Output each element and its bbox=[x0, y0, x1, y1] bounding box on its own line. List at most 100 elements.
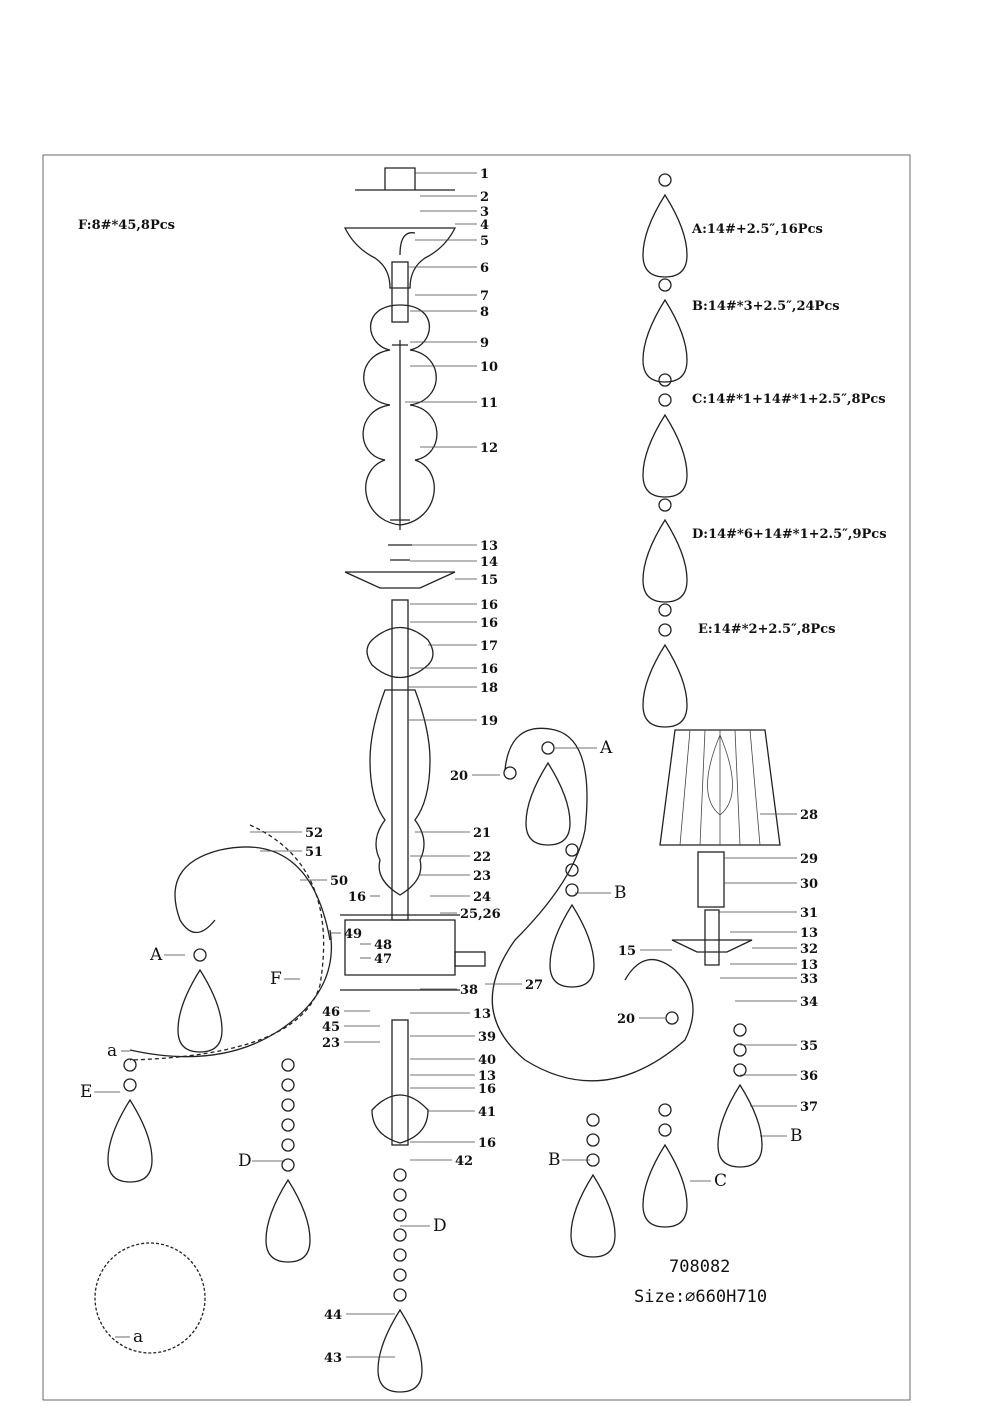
callout-B: B bbox=[790, 1126, 803, 1146]
callout-E: E bbox=[80, 1082, 92, 1102]
arm-connector bbox=[454, 951, 486, 967]
callout-23: 23 bbox=[473, 869, 491, 884]
callout-B: B bbox=[548, 1150, 561, 1170]
callout-16: 16 bbox=[478, 1136, 496, 1151]
callout-16: 16 bbox=[478, 1082, 496, 1097]
callout-38: 38 bbox=[460, 983, 478, 998]
octagon-bead bbox=[393, 1168, 407, 1182]
model-number: 708082 bbox=[669, 1257, 730, 1277]
callout-13: 13 bbox=[480, 539, 498, 554]
octagon-bead bbox=[393, 1288, 407, 1302]
callout-40: 40 bbox=[478, 1053, 496, 1068]
central-rod bbox=[391, 599, 409, 921]
legend-d: D:14#*6+14#*1+2.5″,9Pcs bbox=[692, 527, 887, 542]
chain bbox=[390, 340, 410, 530]
callout-1: 1 bbox=[480, 167, 489, 182]
callout-D: D bbox=[238, 1151, 252, 1171]
callout-20: 20 bbox=[450, 769, 468, 784]
teardrop-pendant bbox=[107, 1098, 153, 1183]
octagon-bead bbox=[586, 1133, 600, 1147]
crystal-ball-41 bbox=[371, 1094, 429, 1144]
teardrop-pendant bbox=[642, 298, 688, 383]
callout-36: 36 bbox=[800, 1069, 818, 1084]
callout-27: 27 bbox=[525, 978, 543, 993]
callout-23: 23 bbox=[322, 1036, 340, 1051]
chandelier-drawing bbox=[94, 167, 781, 1354]
callout-17: 17 bbox=[480, 639, 498, 654]
callout-14: 14 bbox=[480, 555, 498, 570]
ceiling-canopy bbox=[343, 167, 457, 289]
octagon-bead bbox=[658, 498, 672, 512]
callout-15: 15 bbox=[618, 944, 636, 959]
callout-A: A bbox=[599, 738, 613, 758]
callout-34: 34 bbox=[800, 995, 818, 1010]
callout-37: 37 bbox=[800, 1100, 818, 1115]
callout-3: 3 bbox=[480, 205, 489, 220]
teardrop-pendant bbox=[642, 518, 688, 603]
arm-body bbox=[340, 914, 460, 991]
octagon-bead bbox=[281, 1078, 295, 1092]
callout-51: 51 bbox=[305, 845, 323, 860]
callout-47: 47 bbox=[374, 952, 392, 967]
octagon-bead bbox=[658, 603, 672, 617]
callout-42: 42 bbox=[455, 1154, 473, 1169]
callout-15: 15 bbox=[480, 573, 498, 588]
octagon-bead bbox=[393, 1228, 407, 1242]
teardrop-pendant bbox=[265, 1178, 311, 1263]
callout-25-26: 25,26 bbox=[460, 907, 501, 922]
callout-7: 7 bbox=[480, 289, 489, 304]
legend-c: C:14#*1+14#*1+2.5″,8Pcs bbox=[692, 392, 886, 407]
octagon-bead bbox=[123, 1058, 137, 1072]
callout-2: 2 bbox=[480, 190, 489, 205]
bobeche-plate bbox=[344, 571, 456, 589]
callout-50: 50 bbox=[330, 874, 348, 889]
callout-44: 44 bbox=[324, 1308, 342, 1323]
candle-sleeve bbox=[697, 851, 725, 908]
frame-border bbox=[42, 154, 911, 1401]
shade-pleats bbox=[679, 729, 761, 846]
callout-B: B bbox=[614, 883, 627, 903]
octagon-bead bbox=[281, 1058, 295, 1072]
octagon-bead bbox=[193, 948, 207, 962]
left-arm-beads bbox=[129, 824, 325, 1061]
octagon-bead bbox=[658, 393, 672, 407]
callout-24: 24 bbox=[473, 890, 491, 905]
teardrop-pendant bbox=[525, 761, 571, 846]
arm-bobeche bbox=[671, 909, 753, 966]
callout-9: 9 bbox=[480, 336, 489, 351]
callout-13: 13 bbox=[473, 1007, 491, 1022]
callout-labels: 1234567891011121314151616171618192122232… bbox=[80, 167, 818, 1366]
canopy-tube bbox=[391, 261, 409, 323]
column-glass bbox=[369, 689, 431, 896]
legend-f: F:8#*45,8Pcs bbox=[78, 218, 175, 233]
callout-16: 16 bbox=[480, 616, 498, 631]
hook bbox=[399, 232, 416, 256]
callout-a: a bbox=[107, 1041, 117, 1061]
callout-a: a bbox=[133, 1327, 143, 1347]
callout-22: 22 bbox=[473, 850, 491, 865]
teardrop-pendant bbox=[642, 193, 688, 278]
callout-41: 41 bbox=[478, 1105, 496, 1120]
octagon-bead bbox=[658, 373, 672, 387]
teardrop-pendant bbox=[642, 413, 688, 498]
lower-rod bbox=[391, 1019, 409, 1146]
callout-31: 31 bbox=[800, 906, 818, 921]
crystal-ball-17 bbox=[366, 627, 434, 678]
callout-13: 13 bbox=[478, 1069, 496, 1084]
callout-18: 18 bbox=[480, 681, 498, 696]
callout-5: 5 bbox=[480, 234, 489, 249]
octagon-bead bbox=[658, 173, 672, 187]
callout-D: D bbox=[433, 1216, 447, 1236]
octagon-bead bbox=[393, 1208, 407, 1222]
legend-b: B:14#*3+2.5″,24Pcs bbox=[692, 299, 840, 314]
arm-end-cap bbox=[503, 766, 517, 780]
callout-13: 13 bbox=[800, 958, 818, 973]
teardrop-pendant bbox=[549, 903, 595, 988]
teardrop-pendant bbox=[377, 1308, 423, 1393]
callout-16: 16 bbox=[480, 598, 498, 613]
callout-43: 43 bbox=[324, 1351, 342, 1366]
legend-e: E:14#*2+2.5″,8Pcs bbox=[698, 622, 835, 637]
right-arm bbox=[491, 727, 694, 1082]
octagon-bead bbox=[541, 741, 555, 755]
octagon-bead bbox=[393, 1188, 407, 1202]
